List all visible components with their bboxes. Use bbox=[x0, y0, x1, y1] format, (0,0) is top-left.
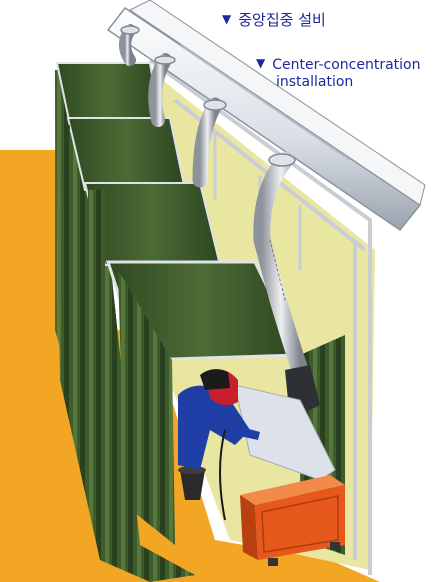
label-center-concentration-korean: ▼ 중앙집중 설비 bbox=[222, 9, 326, 30]
triangle-marker-icon: ▼ bbox=[256, 56, 265, 70]
label-english-line1: Center-concentration bbox=[272, 57, 420, 73]
label-english-line2: installation bbox=[256, 74, 420, 91]
label-center-concentration-english: ▼ Center-concentration installation bbox=[256, 55, 420, 91]
label-korean-text: 중앙집중 설비 bbox=[238, 11, 326, 29]
triangle-marker-icon: ▼ bbox=[222, 12, 231, 26]
